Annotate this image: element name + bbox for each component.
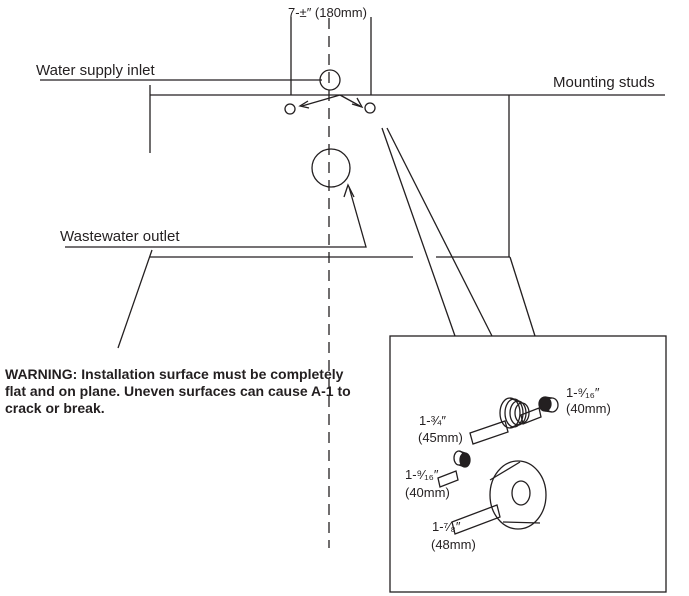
detail-dimension-4-fraction: 1-⁷⁄₈″ — [432, 519, 461, 534]
detail-dimension-4-metric: (48mm) — [431, 537, 476, 552]
mounting-studs-label: Mounting studs — [553, 74, 655, 91]
mounting-stud-left — [284, 103, 296, 115]
water-supply-inlet-circle — [319, 69, 341, 91]
warning-text: WARNING: Installation surface must be co… — [5, 366, 351, 416]
detail-dimension-2-fraction: 1-⁹⁄₁₆″ — [566, 385, 600, 400]
stud-arrow-right-head — [351, 97, 364, 109]
wastewater-outlet-circle — [311, 148, 351, 188]
detail-box — [389, 335, 667, 593]
wastewater-outlet-label: Wastewater outlet — [60, 228, 180, 245]
detail-dimension-2-metric: (40mm) — [566, 401, 611, 416]
top-dimension-label: 7-±″ (180mm) — [288, 5, 367, 20]
stud-small-middle-dimension-band — [437, 470, 459, 488]
mounting-stud-right — [364, 102, 376, 114]
fitting-large-dimension-band — [469, 420, 509, 445]
detail-dimension-3-fraction: 1-⁹⁄₁₆″ — [405, 467, 439, 482]
floor-slope-right — [509, 256, 536, 337]
stud-arrow-left-head — [298, 100, 310, 109]
detail-dimension-3-metric: (40mm) — [405, 485, 450, 500]
fitting-large-icon — [499, 397, 530, 429]
wastewater-arrow — [65, 186, 367, 248]
warning-pointer — [117, 249, 153, 349]
stud-small-top-dimension-band — [520, 407, 542, 425]
stud-arrow-right — [339, 94, 361, 107]
flange-ring-icon — [489, 460, 547, 530]
wastewater-arrow-head — [343, 183, 355, 198]
stud-small-middle-icon — [453, 450, 471, 468]
detail-dimension-1-fraction: 1-¾″ — [419, 413, 447, 428]
detail-dimension-1-metric: (45mm) — [418, 430, 463, 445]
stud-small-top-icon — [538, 396, 559, 413]
callout-line-right — [386, 127, 493, 337]
callout-line-left — [381, 127, 456, 337]
flange-ring-dimension-band — [451, 504, 501, 535]
stud-arrow-left — [301, 94, 341, 107]
water-supply-inlet-label: Water supply inlet — [36, 62, 155, 79]
